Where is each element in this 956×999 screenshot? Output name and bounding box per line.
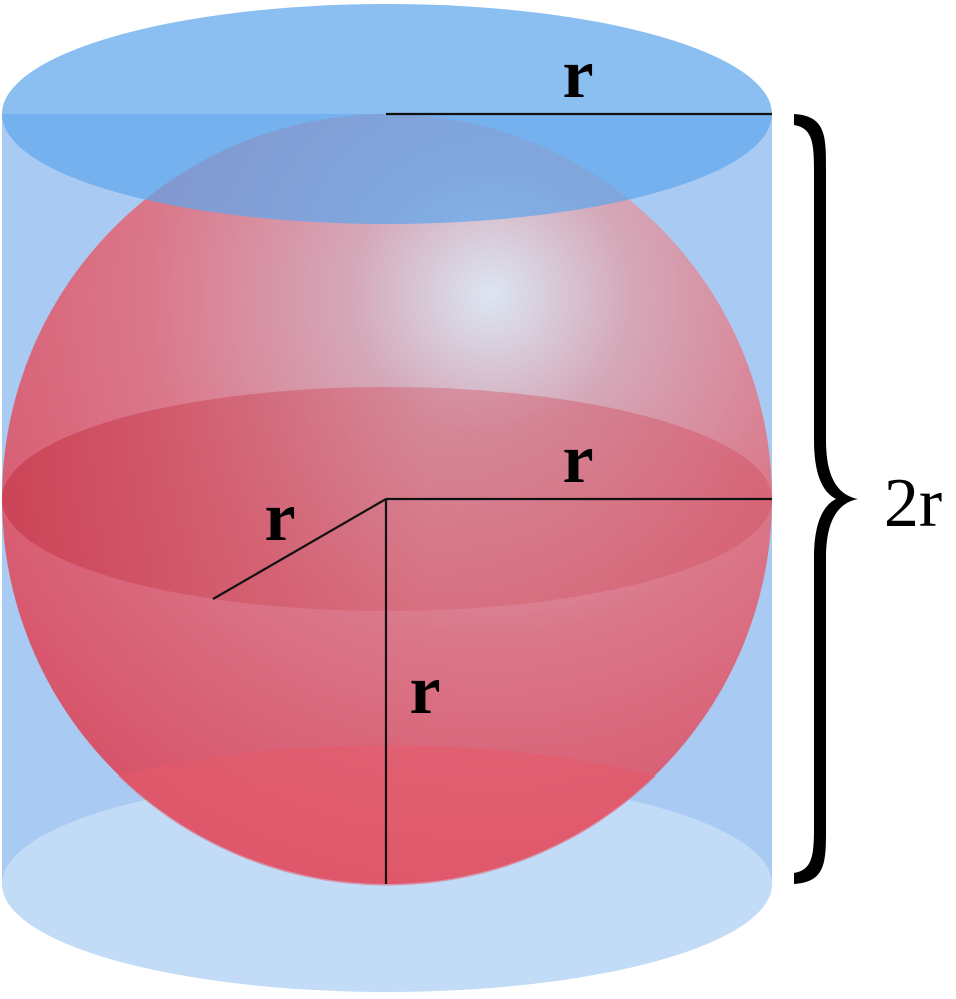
equator-radius-label: r (562, 421, 593, 498)
radius-lines (212, 112, 772, 884)
top-radius-label: r (562, 36, 593, 113)
diagonal-radius-label: r (264, 479, 295, 556)
vertical-radius-label: r (409, 652, 440, 729)
height-label: 2r (884, 465, 942, 542)
height-brace (794, 114, 858, 884)
diagonal-radius-line (212, 498, 387, 600)
